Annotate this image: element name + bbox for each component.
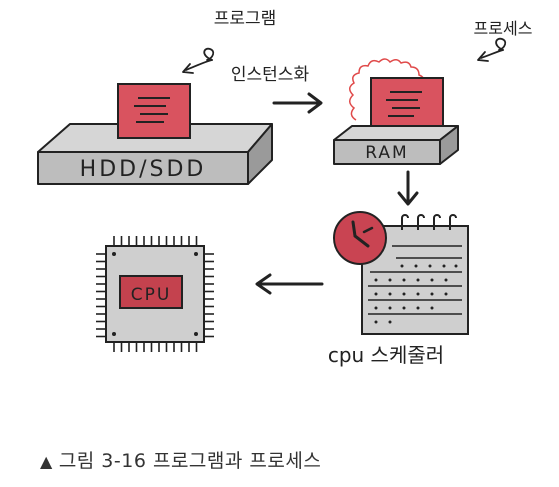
scheduler-label: cpu 스케줄러 bbox=[328, 343, 444, 367]
instantiation-label: 인스턴스화 bbox=[231, 65, 310, 85]
scheduler-clock-icon bbox=[333, 211, 387, 265]
cpu-chip-icon bbox=[96, 236, 214, 352]
scheduler-to-cpu-arrow bbox=[255, 273, 324, 295]
process-document bbox=[370, 77, 444, 133]
caption-text: 그림 3-16 프로그램과 프로세스 bbox=[58, 450, 322, 472]
ram-to-scheduler-arrow bbox=[397, 170, 419, 206]
hdd-label: HDD/SDD bbox=[80, 157, 207, 182]
program-document bbox=[117, 83, 191, 139]
cpu-label: CPU bbox=[131, 285, 172, 305]
ram-label: RAM bbox=[365, 143, 408, 163]
ram-block bbox=[333, 125, 459, 165]
process-pointer-icon bbox=[477, 37, 507, 62]
figure-caption: ▲ 그림 3-16 프로그램과 프로세스 bbox=[40, 446, 321, 473]
caption-marker: ▲ bbox=[40, 452, 53, 471]
program-pointer-icon bbox=[182, 47, 215, 74]
process-label: 프로세스 bbox=[474, 19, 533, 38]
program-label: 프로그램 bbox=[214, 9, 277, 29]
instantiation-arrow bbox=[272, 92, 323, 114]
